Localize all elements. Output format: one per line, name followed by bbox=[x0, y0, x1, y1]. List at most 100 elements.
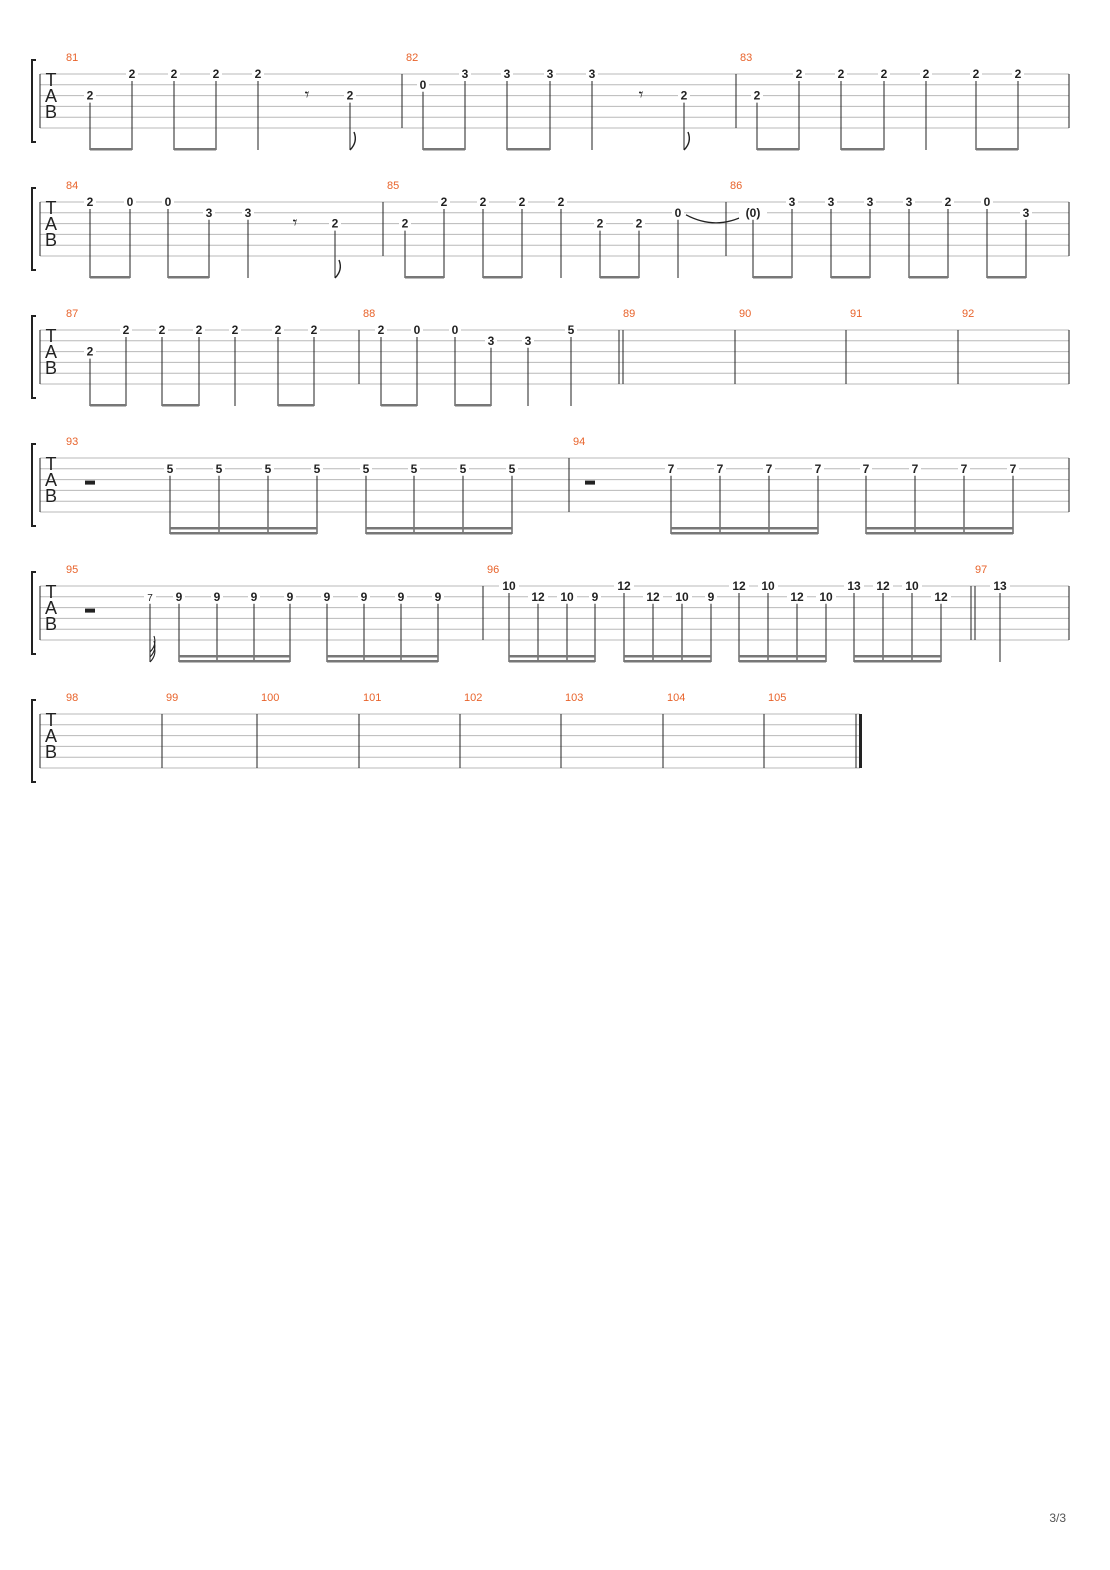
eighth-rest: 𝄾 bbox=[293, 213, 298, 234]
note-beam bbox=[405, 276, 444, 279]
note-beam-secondary bbox=[854, 655, 941, 658]
fret-number: 3 bbox=[488, 334, 495, 348]
fret-number: 3 bbox=[525, 334, 532, 348]
measure-number: 91 bbox=[850, 308, 862, 320]
fret-number: 3 bbox=[462, 67, 469, 81]
fret-number: 2 bbox=[945, 195, 952, 209]
note-beam bbox=[753, 276, 792, 279]
fret-number: 5 bbox=[265, 462, 272, 476]
fret-number: 13 bbox=[847, 579, 861, 593]
grace-fret-number: 7 bbox=[147, 593, 153, 604]
measure-number: 99 bbox=[166, 692, 178, 704]
fret-number: 7 bbox=[668, 462, 675, 476]
fret-number: 3 bbox=[589, 67, 596, 81]
fret-number: 3 bbox=[828, 195, 835, 209]
fret-backdrop bbox=[1007, 462, 1019, 475]
fret-backdrop bbox=[672, 590, 692, 603]
fret-number: 0 bbox=[414, 323, 421, 337]
measure-number: 93 bbox=[66, 436, 78, 448]
fret-backdrop bbox=[942, 196, 954, 208]
fret-number: 10 bbox=[502, 579, 516, 593]
fret-number: 9 bbox=[435, 590, 442, 604]
fret-number: 5 bbox=[411, 462, 418, 476]
note-beam bbox=[987, 276, 1026, 279]
fret-number: 3 bbox=[547, 67, 554, 81]
fret-number: 10 bbox=[905, 579, 919, 593]
fret-number: 7 bbox=[1010, 462, 1017, 476]
measure-number: 90 bbox=[739, 308, 751, 320]
fret-backdrop bbox=[438, 196, 450, 208]
note-beam bbox=[624, 660, 711, 663]
fret-backdrop bbox=[751, 89, 763, 102]
fret-number: 7 bbox=[961, 462, 968, 476]
fret-number: 12 bbox=[646, 590, 660, 604]
fret-backdrop bbox=[557, 590, 577, 603]
fret-backdrop bbox=[902, 580, 922, 592]
note-beam bbox=[841, 148, 884, 151]
fret-backdrop bbox=[864, 196, 876, 208]
fret-number: 2 bbox=[796, 67, 803, 81]
fret-number: 3 bbox=[1023, 206, 1030, 220]
note-beam bbox=[507, 148, 550, 151]
fret-number: 2 bbox=[232, 323, 239, 337]
tab-clef-letter: B bbox=[45, 358, 57, 378]
fret-backdrop bbox=[844, 580, 864, 592]
fret-backdrop bbox=[459, 68, 471, 80]
system-bracket bbox=[31, 571, 36, 655]
fret-number: 9 bbox=[324, 590, 331, 604]
fret-number: 12 bbox=[732, 579, 746, 593]
fret-backdrop bbox=[714, 462, 726, 475]
fret-number: 2 bbox=[213, 67, 220, 81]
note-beam-secondary bbox=[327, 655, 438, 658]
note-beam bbox=[909, 276, 948, 279]
measure-number: 88 bbox=[363, 308, 375, 320]
fret-backdrop bbox=[970, 68, 982, 80]
fret-backdrop bbox=[633, 217, 645, 230]
fret-backdrop bbox=[835, 68, 847, 80]
fret-backdrop bbox=[909, 462, 921, 475]
fret-backdrop bbox=[565, 324, 577, 336]
fret-number: 0 bbox=[452, 323, 459, 337]
fret-number: 0 bbox=[420, 78, 427, 92]
half-rest bbox=[585, 480, 595, 485]
tab-clef-letter: T bbox=[46, 70, 57, 90]
fret-backdrop bbox=[126, 68, 138, 80]
fret-number: 5 bbox=[568, 323, 575, 337]
fret-backdrop bbox=[485, 334, 497, 347]
fret-backdrop bbox=[344, 89, 356, 102]
fret-number: 2 bbox=[838, 67, 845, 81]
note-beam-secondary bbox=[739, 655, 826, 658]
grace-flag bbox=[149, 635, 156, 653]
note-beam bbox=[381, 404, 417, 407]
tab-clef-letter: T bbox=[46, 326, 57, 346]
fret-backdrop bbox=[528, 590, 548, 603]
fret-number: 2 bbox=[87, 89, 94, 103]
fret-number: 2 bbox=[129, 67, 136, 81]
half-rest bbox=[85, 608, 95, 613]
fret-backdrop bbox=[156, 324, 168, 336]
measure-number: 85 bbox=[387, 180, 399, 192]
fret-backdrop bbox=[432, 590, 444, 603]
fret-number: 3 bbox=[867, 195, 874, 209]
fret-backdrop bbox=[812, 462, 824, 475]
half-rest bbox=[85, 480, 95, 485]
tab-clef-letter: B bbox=[45, 486, 57, 506]
fret-backdrop bbox=[411, 324, 423, 336]
fret-number: 5 bbox=[509, 462, 516, 476]
tab-clef-letter: T bbox=[46, 454, 57, 474]
fret-backdrop bbox=[516, 196, 528, 208]
eighth-rest: 𝄾 bbox=[639, 85, 644, 106]
fret-backdrop bbox=[665, 462, 677, 475]
measure-number: 96 bbox=[487, 564, 499, 576]
note-beam bbox=[168, 276, 209, 279]
fret-backdrop bbox=[168, 68, 180, 80]
note-flag bbox=[334, 259, 342, 279]
fret-number: 3 bbox=[906, 195, 913, 209]
fret-number: 2 bbox=[681, 89, 688, 103]
tab-clef-letter: T bbox=[46, 198, 57, 218]
note-beam-secondary bbox=[509, 655, 595, 658]
note-beam bbox=[278, 404, 314, 407]
fret-number: 2 bbox=[597, 217, 604, 231]
